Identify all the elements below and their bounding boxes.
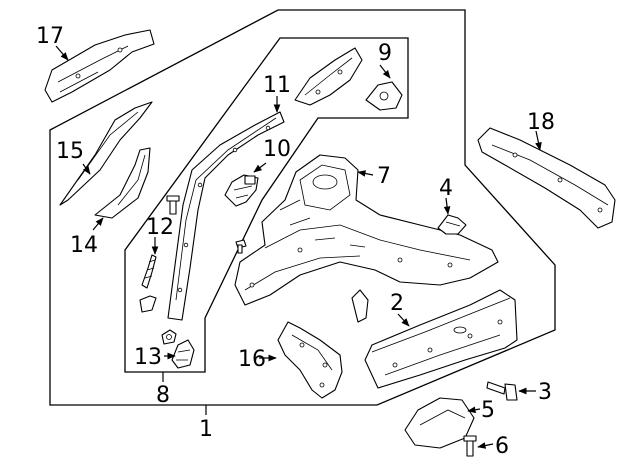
assembly-8-outline [124,37,409,373]
callout-5: 5 [481,398,495,423]
part-4-clip[interactable] [437,214,467,235]
callout-6: 6 [495,434,509,459]
callout-4: 4 [439,176,453,201]
callout-8: 8 [156,383,170,408]
callout-15: 15 [56,139,84,164]
part-2-bracket[interactable] [351,289,369,323]
callout-14: 14 [70,233,98,258]
callout-labels: 17 9 11 18 15 10 7 4 12 14 2 13 16 8 3 5… [36,24,555,459]
fasteners-group-8[interactable] [139,239,247,345]
callout-11: 11 [263,73,291,98]
callout-16: 16 [238,347,266,372]
part-13-clip[interactable] [171,339,195,369]
part-9-upper-bracket[interactable] [294,47,403,111]
callout-9: 9 [378,41,392,66]
part-10-bracket[interactable] [224,174,259,207]
part-14-apron-lower-strip[interactable] [94,147,151,219]
part-6-bolt[interactable] [463,435,477,457]
group-outlines [49,9,556,406]
part-3-bolt[interactable] [486,381,518,401]
part-12-bracket[interactable] [141,195,180,289]
part-2-lower-rail[interactable] [364,289,518,389]
callout-12: 12 [146,215,174,240]
callout-17: 17 [36,24,64,49]
callout-3: 3 [538,380,552,405]
assembly-1-outline [49,9,556,406]
part-18-rail-extension[interactable] [477,127,616,229]
leader-lines [55,45,542,449]
part-5-bracket[interactable] [404,397,475,449]
callout-2: 2 [390,291,404,316]
part-15-apron-strip[interactable] [59,101,153,206]
callout-18: 18 [527,110,555,135]
part-16-bracket-plate[interactable] [277,321,343,399]
callout-1: 1 [199,417,213,442]
callout-13: 13 [134,345,162,370]
callout-10: 10 [263,137,291,162]
callout-7: 7 [377,164,391,189]
part-17-rail-extension[interactable] [44,29,155,103]
part-11-pillar-rail[interactable] [167,111,285,321]
